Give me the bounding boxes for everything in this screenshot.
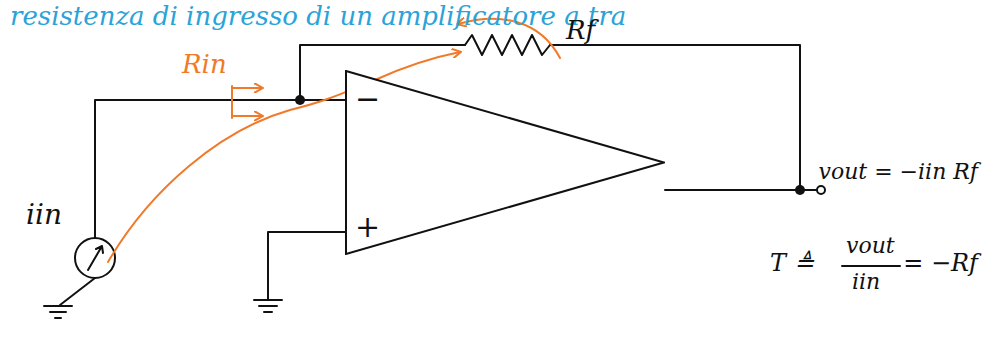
output-wire xyxy=(665,189,816,191)
transfer-value: = −Rf xyxy=(903,250,978,276)
input-sign: − xyxy=(355,82,380,115)
page-heading: resistenza di ingresso di un amplificato… xyxy=(10,2,626,31)
resistor-label: Rf xyxy=(566,16,595,45)
fraction-denominator: iin xyxy=(852,270,880,294)
current-source-symbol xyxy=(75,238,115,278)
output-terminal xyxy=(817,186,825,194)
current-label: iin xyxy=(26,200,62,231)
rin-arrow xyxy=(232,87,262,89)
source-arrow xyxy=(88,246,103,270)
ground-symbol xyxy=(254,300,282,312)
resistance-label: Rin xyxy=(182,50,227,79)
transfer-symbol: T ≜ xyxy=(770,250,814,276)
fraction-numerator: vout xyxy=(846,234,895,258)
junction-dot xyxy=(295,95,305,105)
ground-wire xyxy=(60,278,95,305)
fraction-bar xyxy=(842,265,900,267)
input-wire xyxy=(95,100,345,238)
rin-arrow xyxy=(232,115,262,117)
input-sign: + xyxy=(355,210,380,243)
opamp-outline xyxy=(345,70,665,255)
plus-wire xyxy=(268,232,345,300)
rin-bracket xyxy=(231,86,233,118)
ground-symbol xyxy=(44,306,72,318)
resistor-symbol xyxy=(465,35,550,55)
junction-dot xyxy=(795,185,805,195)
output-formula: vout = −iin Rf xyxy=(819,160,978,184)
opamp-triangle: −+ xyxy=(345,70,665,255)
